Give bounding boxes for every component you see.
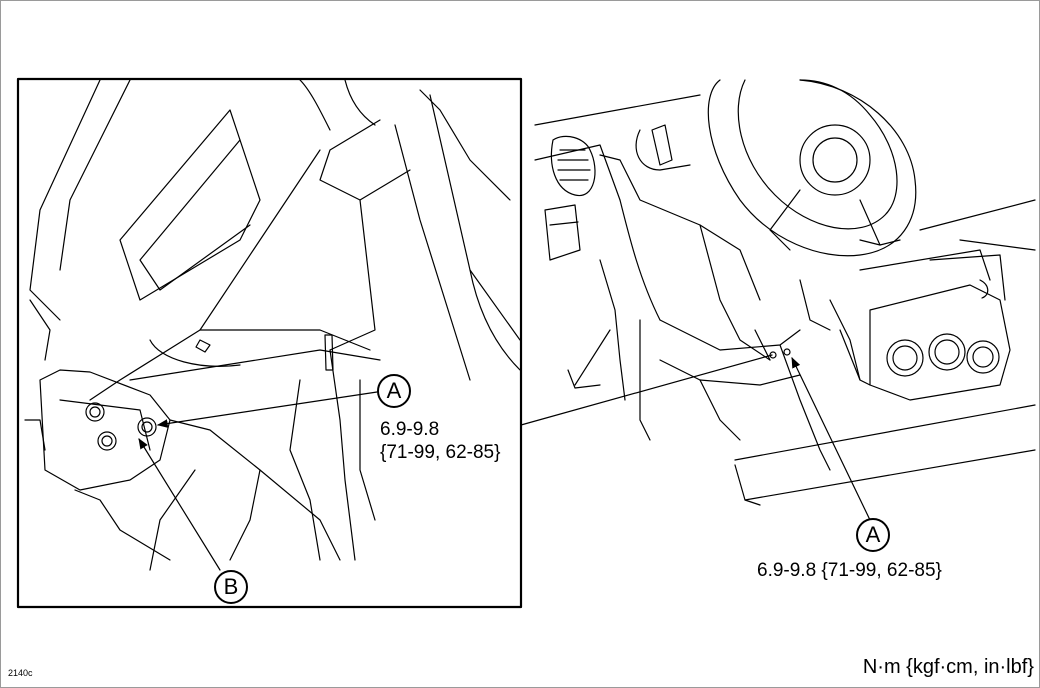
overview-a-torque-spec: 6.9-9.8 {71-99, 62-85} <box>757 560 942 581</box>
overview-a-callout: A <box>856 518 890 552</box>
overview-a-letter: A <box>865 522 881 547</box>
figure-id: 2140c <box>8 668 33 678</box>
detail-a-letter: A <box>386 378 402 403</box>
detail-b-callout: B <box>214 570 248 604</box>
overview-drawing <box>534 79 1036 506</box>
torque-units-legend: N·m {kgf·cm, in·lbf} <box>862 656 1034 678</box>
detail-a-callout: A <box>377 374 411 408</box>
detail-a-torque-spec-alt: {71-99, 62-85} <box>380 442 501 463</box>
detail-panel-drawing <box>24 80 520 571</box>
overview-a-leader <box>791 357 871 521</box>
detail-connector-line <box>520 354 773 426</box>
detail-a-leader <box>156 391 378 428</box>
detail-b-leader <box>138 438 221 571</box>
detail-panel <box>16 77 523 609</box>
detail-a-torque-spec: 6.9-9.8 <box>380 419 440 440</box>
detail-panel-border <box>16 77 523 609</box>
detail-b-letter: B <box>223 574 239 599</box>
